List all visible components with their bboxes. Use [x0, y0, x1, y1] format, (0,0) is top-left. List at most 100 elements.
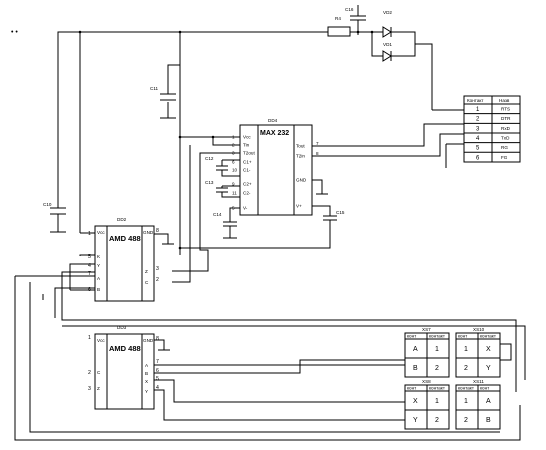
max232-title: MAX 232	[260, 130, 289, 137]
table-cell: 1	[464, 398, 468, 405]
dd2-pin-b: B	[97, 287, 100, 292]
dd3-pin-b: B	[145, 371, 148, 376]
max232-pin-name: T2out	[243, 151, 255, 156]
dd3-pin-gnd: GND	[143, 338, 154, 343]
dd3-num-7: 7	[156, 359, 159, 365]
dd3-pin-vcc: Vcc	[97, 338, 105, 343]
amd-dd3-title: AMD 488	[109, 344, 141, 353]
max232-pin-name: V+	[296, 204, 302, 209]
table-header: контакт	[429, 386, 446, 391]
rs232-row-name: RTS	[501, 107, 510, 112]
dd2-pin-k: K	[97, 254, 101, 259]
capacitor-c13: C13	[205, 180, 228, 193]
dd2-num-3: 3	[156, 266, 159, 272]
amd-dd2-title: AMD 488	[109, 234, 141, 243]
max232-pin-num: 9	[232, 182, 235, 187]
label-c13: C13	[205, 180, 214, 185]
dd3-num-3: 3	[88, 386, 91, 392]
table-cell: Y	[486, 365, 491, 372]
table-header: конт	[480, 386, 490, 391]
max232-pin-num: 10	[232, 168, 238, 173]
label-c15: C15	[336, 210, 345, 215]
dd3-num-4: 4	[156, 385, 159, 391]
max232-pin-num: 6	[232, 160, 235, 165]
corner-dots: • •	[11, 29, 18, 36]
max232-pin-num: 7	[316, 141, 319, 146]
max232-pin-name: T2in	[296, 154, 305, 159]
dd2-num-6: 6	[88, 287, 91, 293]
capacitor-c11: C11	[150, 86, 176, 101]
capacitor-c12: C12	[205, 156, 228, 171]
max232-pin-num: 1	[232, 135, 235, 140]
ground-symbols	[50, 117, 328, 351]
max232-pin-name: Tin	[243, 143, 250, 148]
rs232-row-num: 3	[476, 126, 480, 132]
rs232-row-name: FG	[501, 155, 508, 160]
max232-pin-name: C2-	[243, 191, 251, 196]
max232-pin-name: Tout	[296, 144, 305, 149]
label-dd4: DD4	[268, 118, 278, 123]
table-cell: A	[413, 346, 418, 353]
max232-pin-num: 2	[232, 143, 235, 148]
dd3-pin-y: Y	[145, 389, 148, 394]
label-c14: C14	[213, 212, 222, 217]
table-cell: Y	[413, 417, 418, 424]
table-cell: 2	[435, 365, 439, 372]
dd2-pin-a: A	[97, 276, 101, 281]
max232-pin-name: C1-	[243, 168, 251, 173]
rs232-row-name: DTR	[501, 116, 511, 121]
table-cell: B	[486, 417, 491, 424]
dd3-pin-a: A	[145, 363, 149, 368]
table-header: конт	[407, 386, 417, 391]
rs232-row-num: 5	[476, 146, 480, 152]
max232-pin-name: V-	[243, 206, 248, 211]
resistor-r4: R4	[327, 16, 351, 37]
label-xs7: XS7	[422, 327, 431, 332]
dd3-pin-z: Z	[97, 386, 100, 391]
capacitor-c14: C14	[213, 212, 237, 227]
rs232-row-name: RG	[501, 145, 508, 150]
rs232-header: Контакт	[467, 98, 484, 103]
max232-pin-name: Vcc	[243, 135, 251, 140]
max232-pin-name: C1+	[243, 160, 252, 165]
label-r4: R4	[335, 16, 341, 21]
dd2-num-4: 4	[88, 263, 91, 269]
rs232-row-num: 1	[476, 107, 480, 113]
rs232-row-num: 4	[476, 136, 480, 142]
table-cell: 2	[435, 417, 439, 424]
table-header: контакт	[458, 386, 475, 391]
label-xs10: XS10	[473, 327, 485, 332]
dd2-num-5: 5	[88, 254, 91, 260]
max232-pin-num: 8	[316, 151, 319, 156]
dd3-num-5: 5	[156, 376, 159, 382]
table-cell: 1	[464, 346, 468, 353]
capacitor-c15: C15	[323, 210, 345, 221]
label-dd3: DD3	[117, 325, 127, 330]
dd3-num-1: 1	[88, 335, 91, 341]
junction-dots	[78, 30, 374, 250]
max232-pin-num: 5	[232, 206, 235, 211]
capacitor-c16: C16	[345, 5, 366, 21]
table-cell: 1	[435, 346, 439, 353]
label-vd2: VD2	[383, 10, 392, 15]
capacitor-c10: C10	[43, 202, 66, 215]
table-cell: 1	[435, 398, 439, 405]
label-dd2: DD2	[117, 217, 127, 222]
label-vd1: VD1	[383, 42, 392, 47]
table-header: конт	[407, 334, 417, 339]
table-cell: X	[486, 346, 491, 353]
rs232-row-name: TxD	[501, 135, 510, 140]
label-c12: C12	[205, 156, 214, 161]
dd2-pin-y: Y	[97, 263, 100, 268]
dd3-num-8: 8	[156, 336, 159, 342]
table-cell: A	[486, 398, 491, 405]
table-header: контакт	[480, 334, 497, 339]
dd2-num-1: 1	[88, 231, 91, 237]
table-header: конт	[458, 334, 468, 339]
